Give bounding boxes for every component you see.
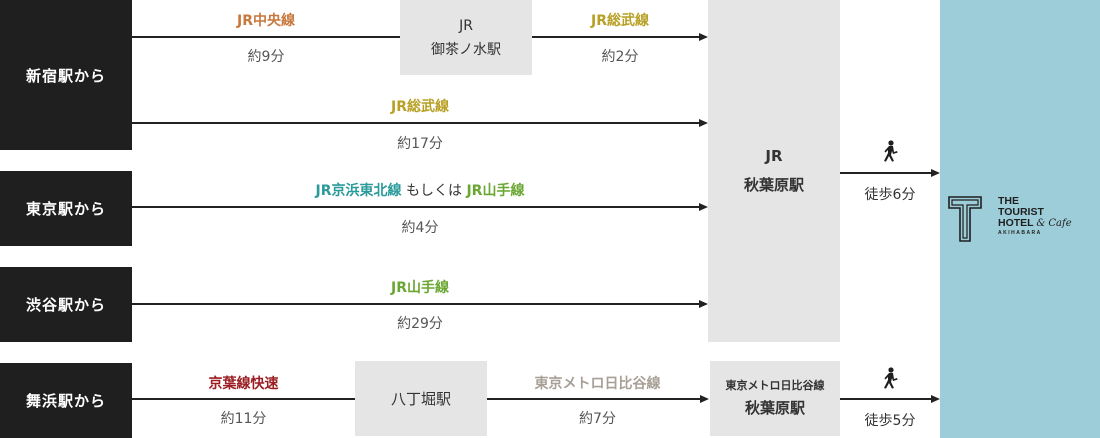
origin-shinjuku: 新宿駅から — [0, 0, 132, 150]
line-label-yamanote-shibuya: JR山手線 — [391, 280, 449, 296]
arrow-head — [700, 395, 709, 403]
route-line-hibiya — [487, 398, 701, 400]
arrow-head — [931, 395, 940, 403]
time-label-sobu-short: 約2分 — [601, 49, 639, 65]
time-label-tokyo: 約4分 — [401, 220, 439, 236]
arrow-head — [699, 119, 708, 127]
route-line-sobu-short — [532, 36, 700, 38]
hotel-logo-text: THE TOURIST HOTEL & Cafe AKIHABARA — [998, 195, 1072, 237]
station-hatchobori: 八丁堀駅 — [355, 361, 487, 436]
walking-person-icon — [884, 140, 898, 162]
time-label-sobu: 約17分 — [397, 136, 443, 152]
time-label-chuo: 約9分 — [247, 49, 285, 65]
time-label-shibuya: 約29分 — [397, 316, 443, 332]
line-label-tokyo: JR京浜東北線 もしくは JR山手線 — [132, 180, 708, 200]
station-jr-akihabara: JR 秋葉原駅 — [708, 0, 840, 342]
route-line-chuo — [132, 36, 400, 38]
route-line-tokyo — [132, 206, 700, 208]
walk-line-jr — [840, 172, 932, 174]
line-label-keihin-tohoku: JR京浜東北線 — [315, 183, 402, 199]
route-line-shibuya — [132, 303, 700, 305]
origin-tokyo: 東京駅から — [0, 171, 132, 246]
line-label-chuo: JR中央線 — [237, 13, 295, 29]
station-ochanomizu: JR 御茶ノ水駅 — [400, 0, 532, 75]
walk-time-metro: 徒歩5分 — [864, 413, 916, 429]
line-label-connector: もしくは — [401, 183, 467, 199]
time-label-hibiya: 約7分 — [579, 411, 616, 427]
line-label-sobu-short: JR総武線 — [591, 13, 649, 29]
line-label-sobu: JR総武線 — [391, 99, 449, 115]
arrow-head — [699, 203, 708, 211]
arrow-head — [931, 169, 940, 177]
line-label-yamanote: JR山手線 — [466, 183, 525, 199]
station-metro-akihabara: 東京メトロ日比谷線 秋葉原駅 — [710, 361, 840, 436]
time-label-keiyo: 約11分 — [220, 411, 267, 427]
walk-time-jr: 徒歩6分 — [864, 187, 916, 203]
hotel-logo-mark — [948, 196, 982, 242]
origin-shibuya: 渋谷駅から — [0, 267, 132, 342]
route-line-sobu — [132, 122, 700, 124]
origin-maihama: 舞浜駅から — [0, 363, 132, 438]
arrow-head — [699, 33, 708, 41]
arrow-head — [699, 300, 708, 308]
line-label-hibiya: 東京メトロ日比谷線 — [534, 376, 661, 392]
route-line-keiyo — [132, 398, 355, 400]
walk-line-metro — [840, 398, 932, 400]
walking-person-icon — [884, 367, 898, 389]
hotel-panel: THE TOURIST HOTEL & Cafe AKIHABARA — [940, 0, 1100, 438]
line-label-keiyo: 京葉線快速 — [208, 376, 279, 392]
